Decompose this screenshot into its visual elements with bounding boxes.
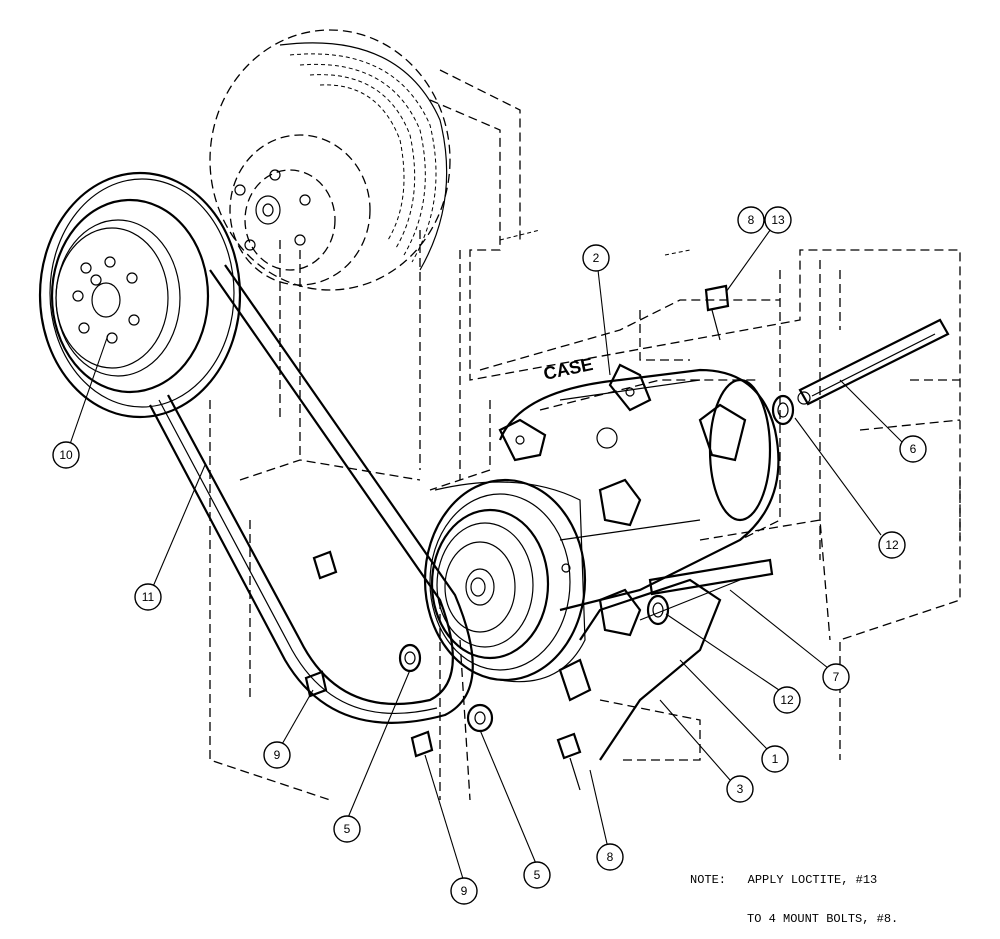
callout-label: 7 bbox=[833, 670, 840, 684]
callout-label: 9 bbox=[274, 748, 281, 762]
callout-label: 5 bbox=[534, 868, 541, 882]
note-line-1: NOTE: APPLY LOCTITE, #13 bbox=[690, 874, 898, 887]
note-text-1: APPLY LOCTITE, #13 bbox=[747, 873, 878, 887]
bolts bbox=[304, 284, 730, 791]
callout-5a: 5 bbox=[333, 815, 361, 843]
callout-label: 8 bbox=[748, 213, 755, 227]
callout-5b: 5 bbox=[523, 861, 551, 889]
callout-11: 11 bbox=[134, 583, 162, 611]
crankshaft-pulley bbox=[38, 171, 242, 419]
fan-pulley-dashed bbox=[209, 29, 451, 291]
callout-10: 10 bbox=[52, 441, 80, 469]
callout-8b: 8 bbox=[596, 843, 624, 871]
ac-compressor: CASE bbox=[423, 354, 780, 683]
pivot-rod bbox=[797, 318, 950, 406]
callout-3: 3 bbox=[726, 775, 754, 803]
callout-label: 12 bbox=[885, 538, 899, 552]
callout-label: 8 bbox=[607, 850, 614, 864]
loctite-note: NOTE: APPLY LOCTITE, #13 TO 4 MOUNT BOLT… bbox=[690, 848, 898, 939]
callout-12b: 12 bbox=[773, 686, 801, 714]
callout-label: 13 bbox=[771, 213, 785, 227]
callout-2: 2 bbox=[582, 244, 610, 272]
callout-label: 2 bbox=[593, 251, 600, 265]
callout-7: 7 bbox=[822, 663, 850, 691]
note-text-2: TO 4 MOUNT BOLTS, #8. bbox=[747, 912, 899, 926]
adjust-rod bbox=[648, 558, 774, 596]
callout-label: 9 bbox=[461, 884, 468, 898]
callout-9a: 9 bbox=[263, 741, 291, 769]
callout-label: 6 bbox=[910, 442, 917, 456]
compressor-assembly-diagram: CASE bbox=[38, 29, 961, 905]
washers bbox=[398, 394, 795, 733]
callout-1: 1 bbox=[761, 745, 789, 773]
leader-lines bbox=[68, 218, 904, 883]
callout-12a: 12 bbox=[878, 531, 906, 559]
engine-logo: CASE bbox=[542, 354, 595, 384]
callout-label: 3 bbox=[737, 782, 744, 796]
callout-6: 6 bbox=[899, 435, 927, 463]
mount-bracket bbox=[558, 578, 741, 761]
callout-label: 10 bbox=[59, 448, 73, 462]
callout-label: 1 bbox=[772, 752, 779, 766]
callout-13: 13 bbox=[764, 206, 792, 234]
callout-9b: 9 bbox=[450, 877, 478, 905]
callout-label: 11 bbox=[142, 590, 155, 604]
note-prefix: NOTE: bbox=[690, 873, 727, 887]
callout-label: 12 bbox=[780, 693, 794, 707]
callout-8a: 8 bbox=[737, 206, 765, 234]
drive-belt bbox=[149, 264, 474, 724]
callout-label: 5 bbox=[344, 822, 351, 836]
